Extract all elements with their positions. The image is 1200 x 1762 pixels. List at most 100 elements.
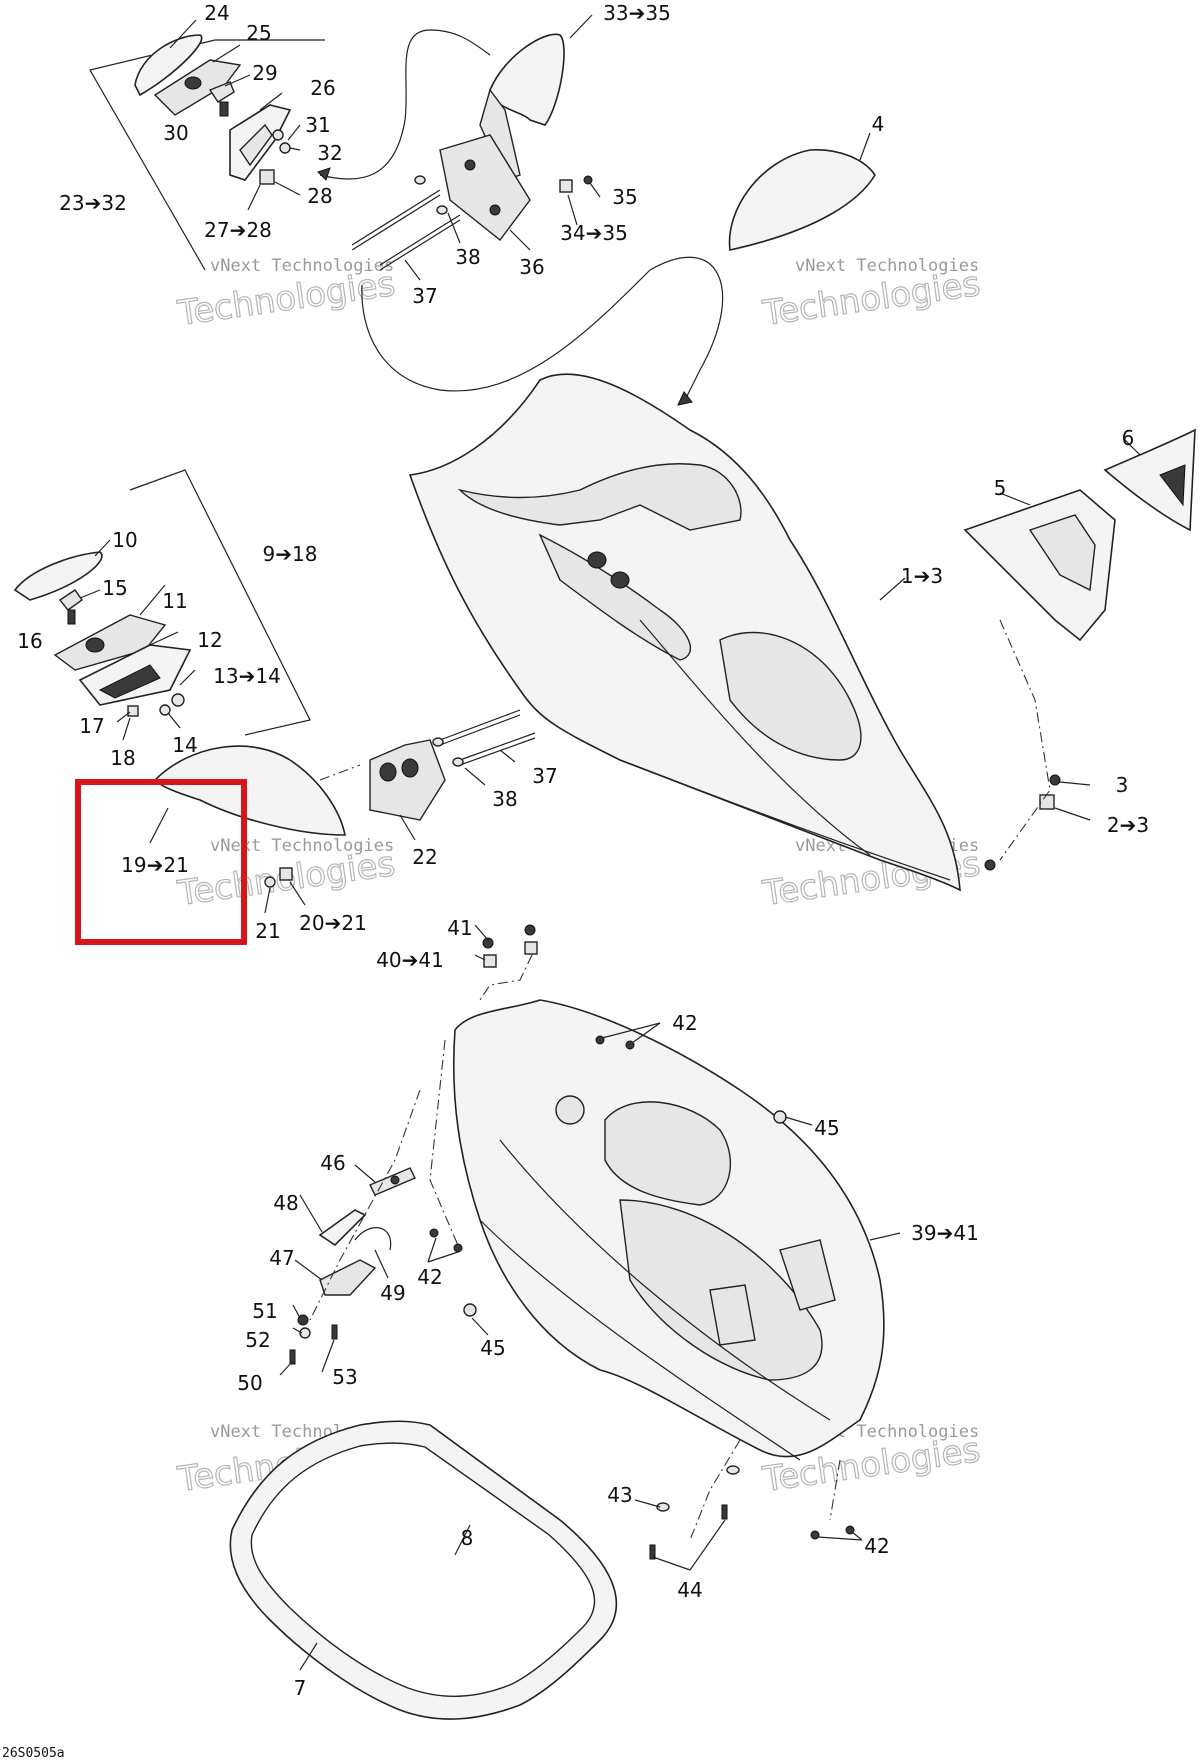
mirror-33 (479, 33, 565, 181)
callout-31: 31 (305, 113, 330, 137)
arrow-head-top (317, 167, 331, 181)
callout-3: 3 (1116, 773, 1129, 797)
leader-lines (79, 14, 1141, 1671)
storage-bin-39 (452, 999, 885, 1461)
vent-6 (1103, 428, 1196, 532)
callout-38: 38 (455, 245, 480, 269)
callout-42-top: 42 (672, 1011, 697, 1035)
bolts-37-38 (351, 175, 461, 271)
fasteners-2-3 (984, 774, 1061, 871)
callout-45-top: 45 (814, 1116, 839, 1140)
mirror-housing-26 (229, 104, 292, 181)
mirror-base-11 (53, 614, 167, 671)
callout-18: 18 (110, 746, 135, 770)
callout-13-14: 13➔14 (213, 664, 281, 688)
callout-23-32: 23➔32 (59, 191, 127, 215)
callout-4: 4 (872, 112, 885, 136)
routing-curve-top (319, 29, 491, 180)
callout-17: 17 (79, 714, 104, 738)
centerline-right (999, 619, 1051, 861)
latch-48 (318, 1209, 367, 1247)
mirror-glass-24 (134, 34, 203, 97)
callout-28: 28 (307, 184, 332, 208)
centerline-left (319, 764, 361, 781)
routing-curve-middle (361, 256, 724, 401)
callout-1-3: 1➔3 (901, 564, 943, 588)
nuts-13-14-17-18 (127, 693, 185, 717)
callout-9-18: 9➔18 (263, 542, 318, 566)
deck-1 (408, 373, 961, 892)
callout-14: 14 (172, 733, 197, 757)
spring-49 (354, 1227, 392, 1251)
fasteners-45 (463, 1110, 787, 1317)
vent-5 (963, 489, 1116, 642)
callout-50: 50 (237, 1371, 262, 1395)
callout-36: 36 (519, 255, 544, 279)
callout-43: 43 (607, 1483, 632, 1507)
arrow-head-middle (677, 391, 693, 406)
callout-44: 44 (677, 1578, 702, 1602)
callout-51: 51 (252, 1299, 277, 1323)
centerline-latch (309, 1089, 421, 1321)
mirror-bracket-22 (369, 739, 446, 821)
callout-41: 41 (447, 916, 472, 940)
centerline-bin-left (429, 1039, 461, 1251)
callout-10: 10 (112, 528, 137, 552)
callout-38-left: 38 (492, 787, 517, 811)
latch-plate-46 (369, 1167, 416, 1196)
svg-text:vNext Technologies: vNext Technologies (210, 836, 394, 856)
callout-37: 37 (412, 284, 437, 308)
nuts-20-21 (264, 867, 293, 888)
cover-4 (728, 149, 876, 251)
callout-30: 30 (163, 121, 188, 145)
mirror-19 (153, 745, 346, 836)
centerline-bin-top (479, 954, 533, 1001)
callout-7: 7 (294, 1676, 307, 1700)
callout-29: 29 (252, 61, 277, 85)
callout-5: 5 (994, 476, 1007, 500)
callout-37-left: 37 (532, 764, 557, 788)
callout-46: 46 (320, 1151, 345, 1175)
callout-21: 21 (255, 919, 280, 943)
callout-25: 25 (246, 21, 271, 45)
callout-22: 22 (412, 845, 437, 869)
assembly-bracket-9-18 (129, 469, 311, 736)
callout-32: 32 (317, 141, 342, 165)
callout-42-bottom: 42 (864, 1534, 889, 1558)
callout-11: 11 (162, 589, 187, 613)
mirror-glass-10 (13, 551, 103, 601)
bolts-37-38-left (432, 709, 536, 767)
mirror-bracket-36 (439, 134, 531, 241)
callout-49: 49 (380, 1281, 405, 1305)
callout-12: 12 (197, 628, 222, 652)
svg-text:vNext Technologies: vNext Technologies (210, 256, 394, 276)
callout-16: 16 (17, 629, 42, 653)
callout-labels: 24 25 29 30 26 31 32 23➔32 27➔28 28 33➔3… (17, 1, 1149, 1700)
callout-20-21: 20➔21 (299, 911, 367, 935)
mirror-housing-12 (78, 644, 192, 706)
highlight-label: 19➔21 (121, 853, 189, 877)
callout-53: 53 (332, 1365, 357, 1389)
mirror-base-25 (153, 59, 242, 116)
callout-42-mid: 42 (417, 1265, 442, 1289)
callout-40-41: 40➔41 (376, 948, 444, 972)
fasteners-43-44 (649, 1465, 740, 1560)
knob-15 (58, 589, 83, 625)
callout-45-bottom: 45 (480, 1336, 505, 1360)
callout-33-35: 33➔35 (603, 1, 671, 25)
latch-body-47 (319, 1259, 377, 1296)
callout-8: 8 (461, 1526, 474, 1550)
nuts-34-35 (559, 175, 593, 193)
knob-29 (208, 81, 235, 117)
gasket-7-8 (229, 1420, 618, 1720)
callout-24: 24 (204, 1, 229, 25)
fasteners-42 (429, 1035, 855, 1540)
callout-39-41: 39➔41 (911, 1221, 979, 1245)
callout-27-28: 27➔28 (204, 218, 272, 242)
callout-6: 6 (1122, 426, 1135, 450)
fasteners-40-41 (482, 924, 538, 968)
callout-47: 47 (269, 1246, 294, 1270)
callout-2-3: 2➔3 (1107, 813, 1149, 837)
centerline-bin-bottom (689, 1439, 741, 1541)
